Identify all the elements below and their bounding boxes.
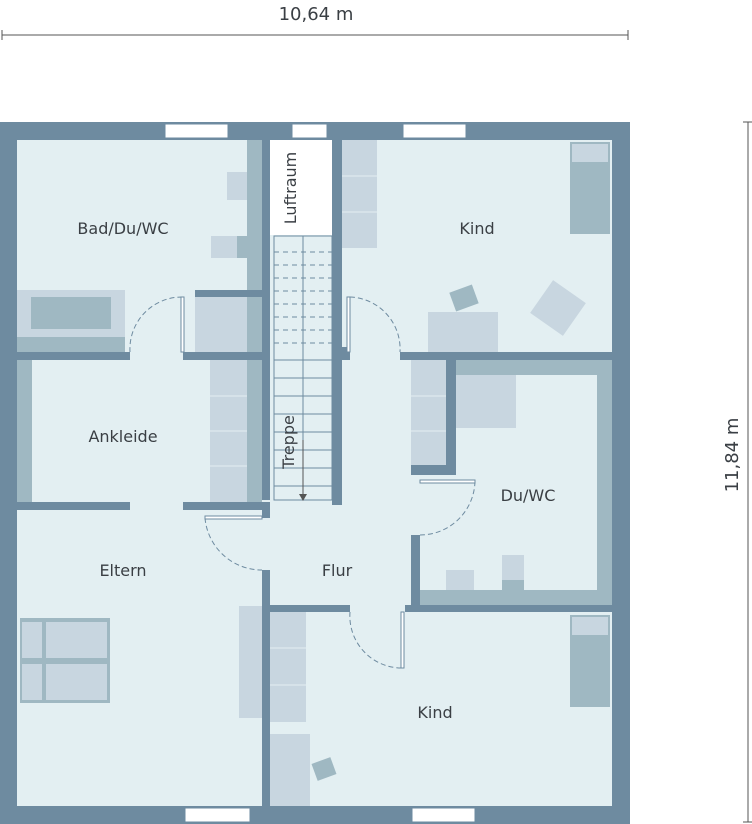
room-label-treppe: Treppe: [279, 415, 298, 470]
door-swings: [129, 296, 476, 669]
room-label-kind-bottom: Kind: [417, 703, 452, 722]
height-label: 11,84 m: [722, 418, 743, 493]
room-label-du-wc: Du/WC: [501, 486, 556, 505]
room-label-ankleide: Ankleide: [88, 427, 157, 446]
windows: [164, 123, 476, 823]
width-label: 10,64 m: [279, 4, 354, 25]
door-leaves: [180, 296, 476, 669]
room-label-luftraum: Luftraum: [281, 152, 300, 225]
furniture: [17, 140, 612, 806]
room-label-eltern: Eltern: [99, 561, 146, 580]
room-label-flur: Flur: [322, 561, 353, 580]
width-dimension: [1, 30, 629, 40]
room-label-bad: Bad/Du/WC: [77, 219, 168, 238]
luftraum-area: [270, 140, 332, 235]
room-label-kind-top: Kind: [459, 219, 494, 238]
interior-walls: [17, 140, 612, 806]
height-dimension: [743, 121, 752, 823]
